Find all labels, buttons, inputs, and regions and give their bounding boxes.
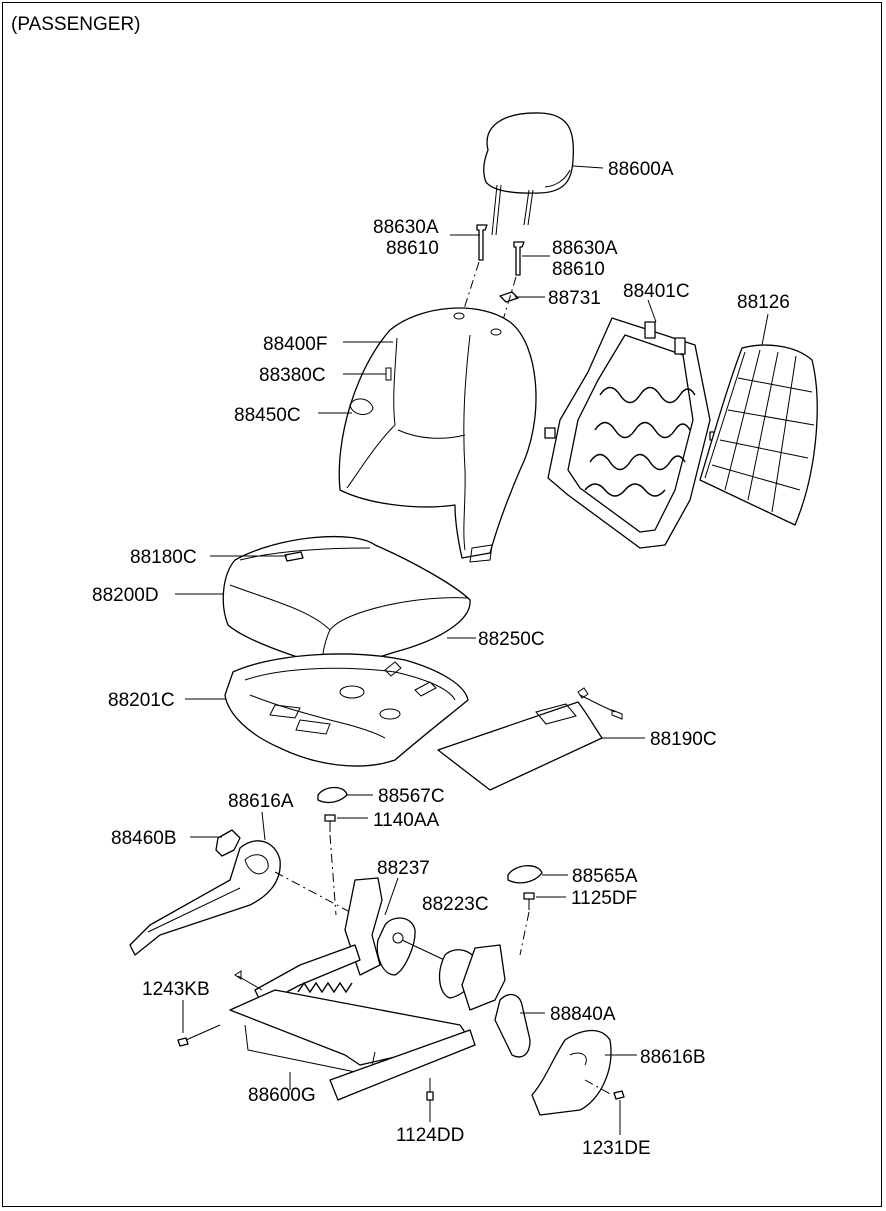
part-label-88201C: 88201C: [108, 690, 175, 711]
part-label-1140AA: 1140AA: [373, 810, 440, 831]
part-label-1124DD: 1124DD: [396, 1125, 464, 1146]
part-label-88460B: 88460B: [111, 828, 177, 849]
side-cover-left-drawing: [129, 811, 351, 956]
part-label-88223C: 88223C: [422, 894, 489, 915]
part-label-88237: 88237: [377, 858, 430, 879]
part-label-88630A-right: 88630A: [552, 238, 618, 259]
cushion-pan-drawing: [185, 653, 469, 767]
part-label-88630A: 88630A: [373, 217, 439, 238]
part-label-88450C: 88450C: [234, 405, 301, 426]
part-label-88190C: 88190C: [650, 729, 717, 750]
part-labels: 88600A 88630A 88610 88630A 88610 88731 8…: [92, 159, 790, 1159]
part-label-88600G: 88600G: [248, 1085, 316, 1106]
part-label-88610-right: 88610: [552, 259, 605, 280]
part-label-1125DF: 1125DF: [571, 888, 637, 909]
part-label-88600A: 88600A: [608, 159, 674, 180]
part-label-88126: 88126: [737, 292, 790, 313]
part-label-88250C: 88250C: [478, 629, 545, 650]
headrest-drawing: [483, 112, 604, 236]
seat-track-frame-drawing: [177, 877, 545, 1122]
seat-cushion-drawing: [175, 535, 476, 667]
part-label-88565A: 88565A: [572, 866, 638, 887]
part-label-88200D: 88200D: [92, 585, 159, 606]
seat-back-frame-drawing: [544, 299, 725, 549]
seat-back-drawing: [318, 307, 537, 563]
caps-and-bolts-drawing: [317, 786, 568, 956]
page-title: (PASSENGER): [11, 14, 141, 35]
part-label-88840A: 88840A: [550, 1004, 616, 1025]
part-label-88567C: 88567C: [378, 786, 445, 807]
part-label-88180C: 88180C: [130, 547, 197, 568]
part-label-88380C: 88380C: [259, 365, 326, 386]
part-label-88616B: 88616B: [640, 1047, 706, 1068]
part-label-1243KB: 1243KB: [142, 979, 210, 1000]
part-label-88616A: 88616A: [228, 791, 294, 812]
part-label-88610: 88610: [386, 238, 439, 259]
part-label-88401C: 88401C: [623, 281, 690, 302]
part-label-88731: 88731: [548, 288, 601, 309]
side-cover-right-drawing: [531, 1029, 637, 1135]
part-label-1231DE: 1231DE: [582, 1138, 651, 1159]
occupant-sensor-mat-drawing: [437, 687, 645, 791]
part-label-88400F: 88400F: [263, 334, 327, 355]
back-board-drawing: [699, 313, 818, 526]
